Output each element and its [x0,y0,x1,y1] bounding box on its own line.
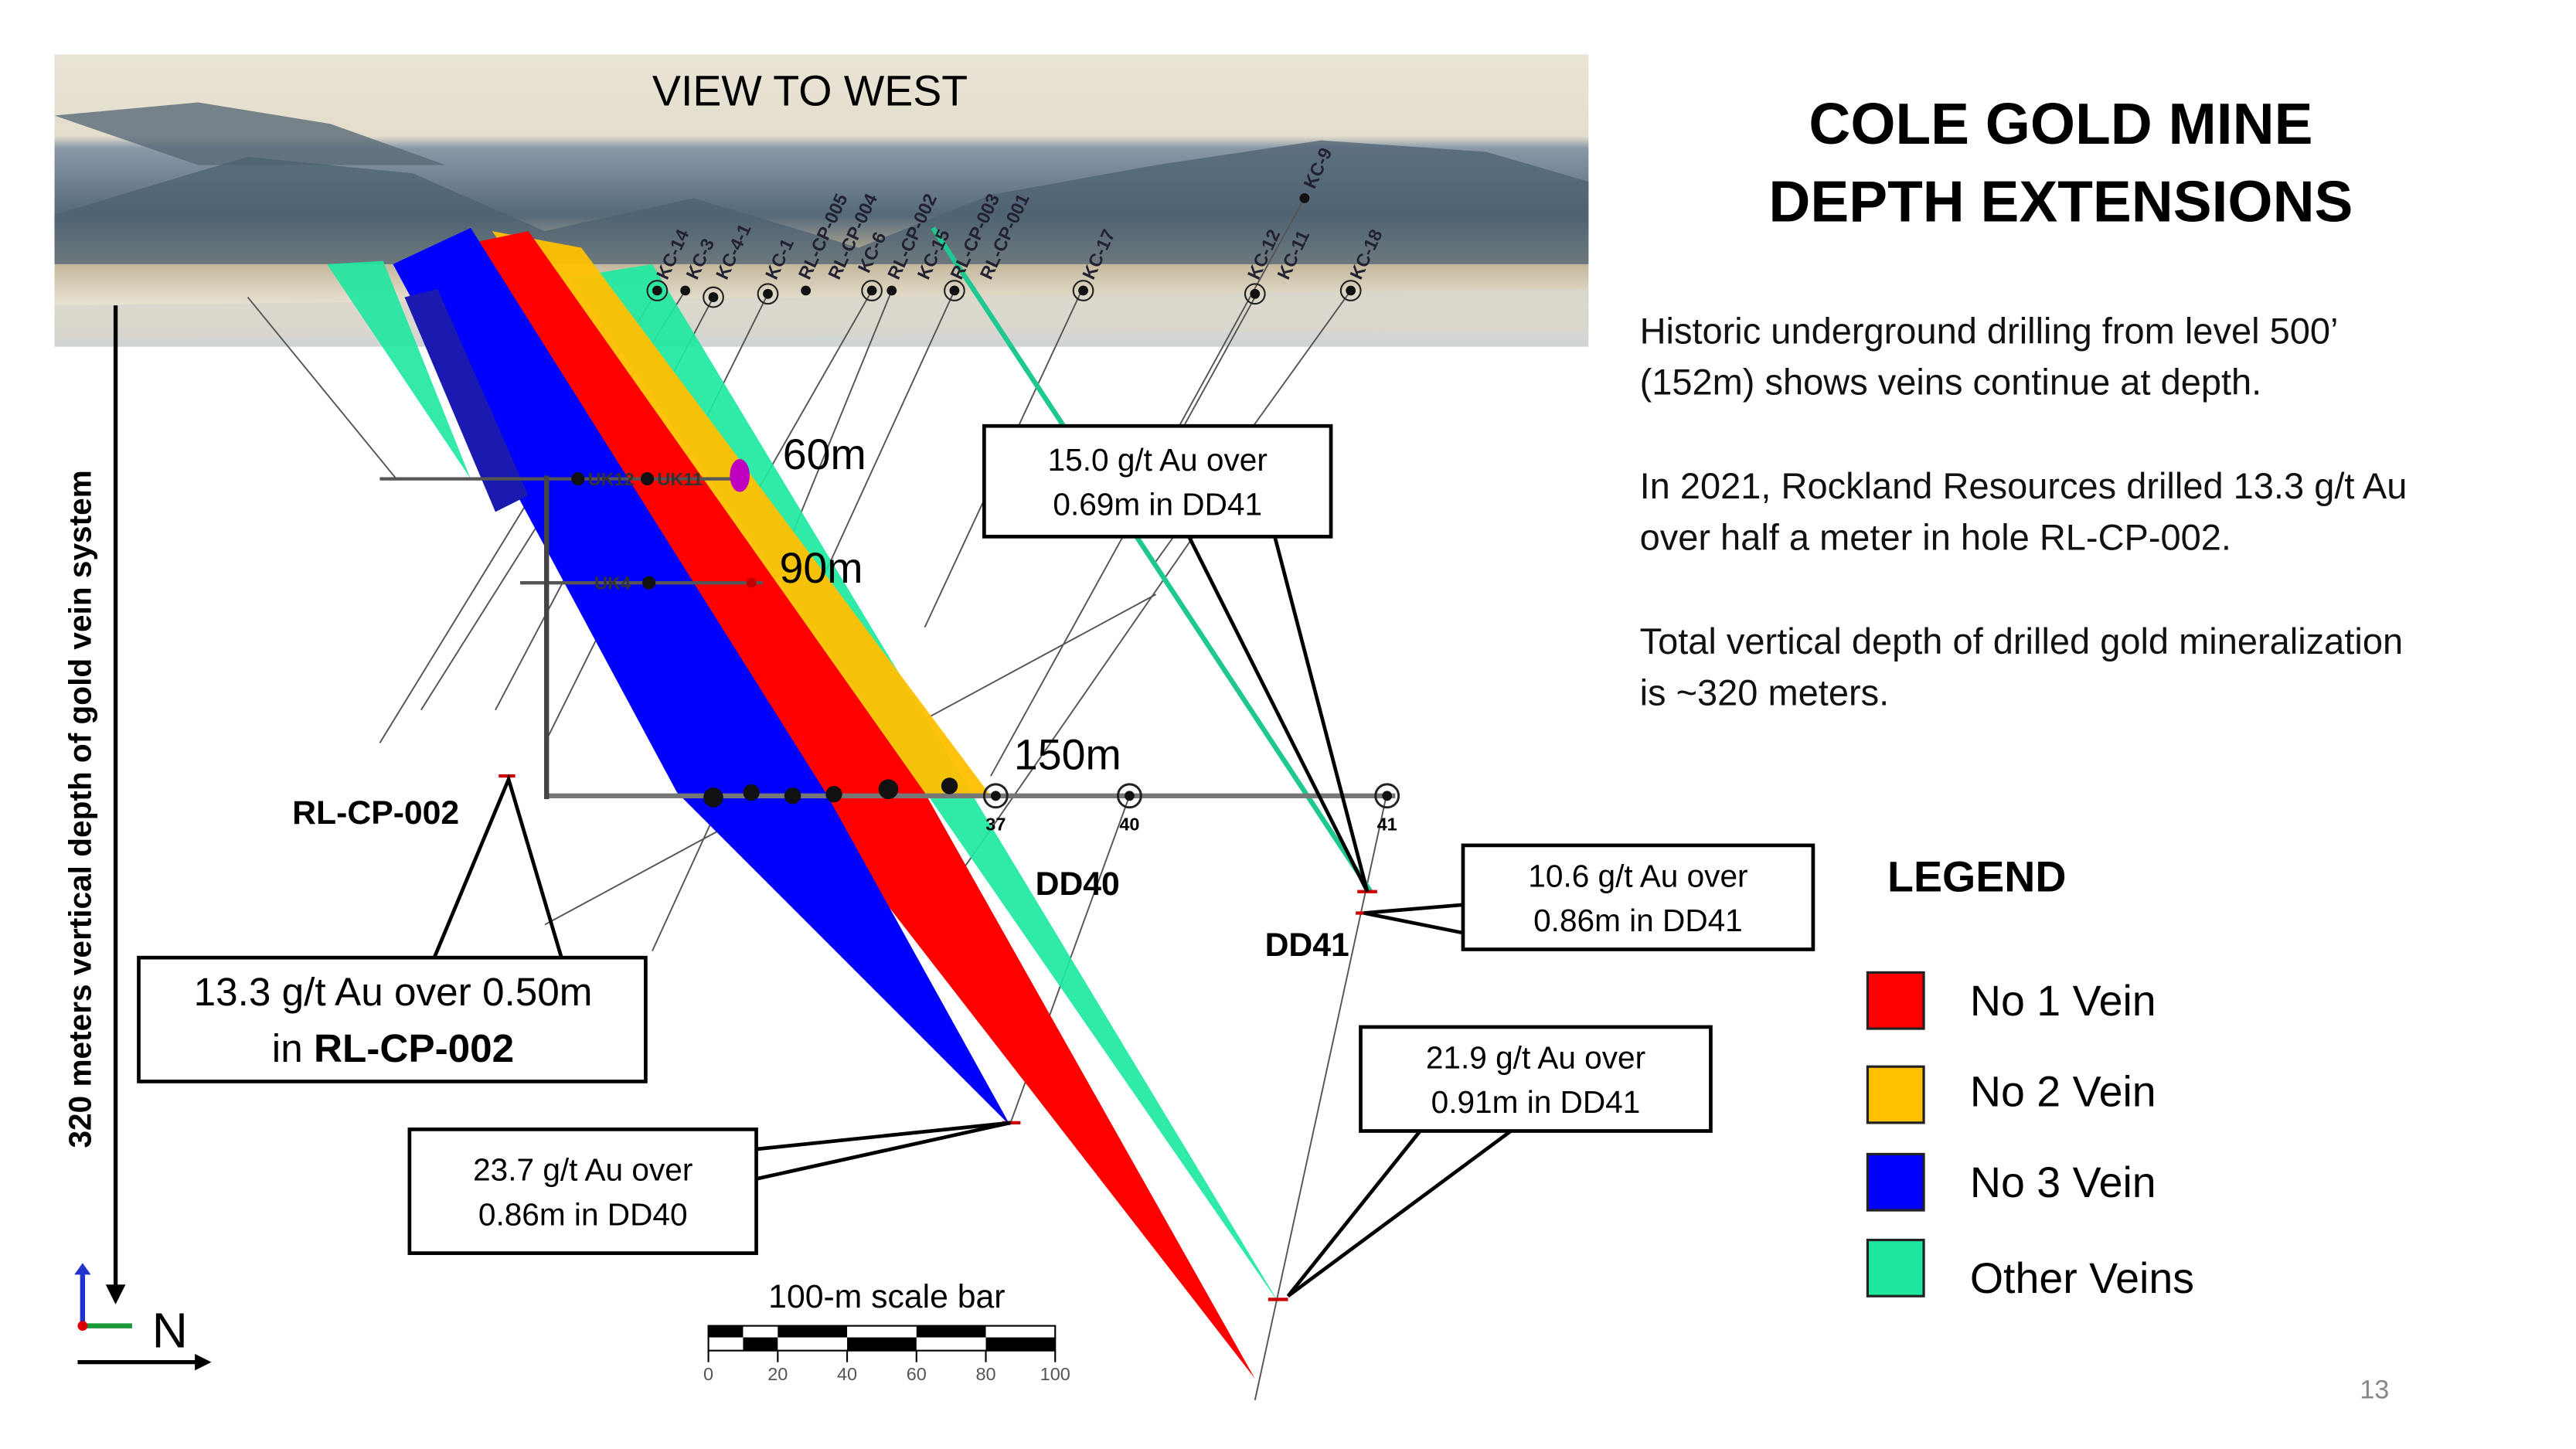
svg-text:60: 60 [907,1364,927,1384]
svg-text:in RL-CP-002: in RL-CP-002 [272,1026,514,1070]
slide-title-line1: COLE GOLD MINE [1809,91,2312,156]
callout-rl-cp-002: 13.3 g/t Au over 0.50m in RL-CP-002 [137,774,648,1083]
svg-text:40: 40 [837,1364,857,1384]
legend-swatch [1866,971,1925,1030]
level-60m-label: 60m [783,430,866,478]
orientation-icon: N [74,1263,212,1371]
legend-swatch [1866,1238,1925,1298]
legend-item-other-veins: Other Veins [1866,1238,2194,1302]
paragraph-2-line2: over half a meter in hole RL-CP-002. [1640,516,2231,557]
svg-text:0.86m in DD40: 0.86m in DD40 [478,1196,688,1232]
station-label-41: 41 [1377,815,1397,835]
paragraph-3-line2: is ~320 meters. [1640,672,1890,713]
svg-text:100: 100 [1040,1364,1070,1384]
callout-dd40-23-7: 23.7 g/t Au over 0.86m in DD40 [407,1121,1012,1255]
page-number: 13 [2360,1376,2389,1405]
level-90m-label: 90m [779,544,863,592]
station-label-40: 40 [1119,815,1139,835]
svg-text:UK11: UK11 [657,469,703,489]
callout-dd41-21-9: 21.9 g/t Au over 0.91m in DD41 [1286,1025,1713,1298]
legend-swatch [1866,1065,1925,1124]
svg-text:13.3 g/t Au over 0.50m: 13.3 g/t Au over 0.50m [194,970,593,1014]
svg-text:No 1 Vein: No 1 Vein [1970,977,2156,1025]
svg-text:Other Veins: Other Veins [1970,1254,2194,1302]
paragraph-1-line1: Historic underground drilling from level… [1640,310,2339,351]
north-label: N [152,1302,188,1358]
svg-text:320 meters vertical depth of g: 320 meters vertical depth of gold vein s… [63,470,98,1148]
paragraph-3-line1: Total vertical depth of drilled gold min… [1640,621,2404,662]
svg-text:UK4: UK4 [594,573,631,594]
underground-workings [379,458,1396,800]
svg-text:0.86m in DD41: 0.86m in DD41 [1533,903,1743,938]
legend-swatch [1866,1152,1925,1212]
underground-hole-markers: UK12 UK11 UK4 37 40 41 [571,469,1400,835]
drill-label-rl-cp-002: RL-CP-002 [292,794,459,832]
svg-text:UK12: UK12 [588,469,635,489]
scale-bar: 100-m scale bar 0 20 40 60 80 100 [703,1278,1070,1384]
svg-text:100-m scale bar: 100-m scale bar [768,1278,1005,1315]
paragraph-1-line2: (152m) shows veins continue at depth. [1640,362,2262,403]
level-150-collars [703,777,958,808]
svg-text:23.7 g/t Au over: 23.7 g/t Au over [473,1152,692,1188]
svg-text:21.9 g/t Au over: 21.9 g/t Au over [1426,1039,1645,1075]
slide-title-line2: DEPTH EXTENSIONS [1768,168,2353,233]
description-text: Historic underground drilling from level… [1640,310,2408,713]
legend-item-no1-vein: No 1 Vein [1866,971,2156,1030]
depth-axis: 320 meters vertical depth of gold vein s… [63,305,126,1304]
drill-label-dd40: DD40 [1036,866,1120,903]
view-direction-label: VIEW TO WEST [652,67,968,115]
svg-text:0: 0 [703,1364,713,1384]
svg-text:0.91m in DD41: 0.91m in DD41 [1431,1084,1641,1120]
svg-text:No 2 Vein: No 2 Vein [1970,1067,2156,1115]
level-150m-label: 150m [1014,731,1121,779]
legend-item-no2-vein: No 2 Vein [1866,1065,2156,1124]
svg-text:20: 20 [767,1364,788,1384]
callout-dd41-15-0: 15.0 g/t Au over 0.69m in DD41 [982,423,1370,893]
vein-no3 [393,227,1011,1127]
svg-text:10.6 g/t Au over: 10.6 g/t Au over [1528,858,1747,893]
legend-title: LEGEND [1887,853,2066,901]
svg-text:No 3 Vein: No 3 Vein [1970,1158,2156,1206]
drill-label-dd41: DD41 [1265,927,1349,964]
paragraph-2-line1: In 2021, Rockland Resources drilled 13.3… [1640,465,2408,506]
svg-text:15.0 g/t Au over: 15.0 g/t Au over [1048,442,1268,478]
station-label-37: 37 [985,815,1006,835]
svg-text:80: 80 [975,1364,995,1384]
svg-text:0.69m in DD41: 0.69m in DD41 [1053,487,1262,522]
legend-item-no3-vein: No 3 Vein [1866,1152,2156,1212]
callout-dd41-10-6: 10.6 g/t Au over 0.86m in DD41 [1363,843,1815,951]
legend: LEGEND No 1 Vein No 2 Vein No 3 Vein Oth… [1866,853,2194,1302]
